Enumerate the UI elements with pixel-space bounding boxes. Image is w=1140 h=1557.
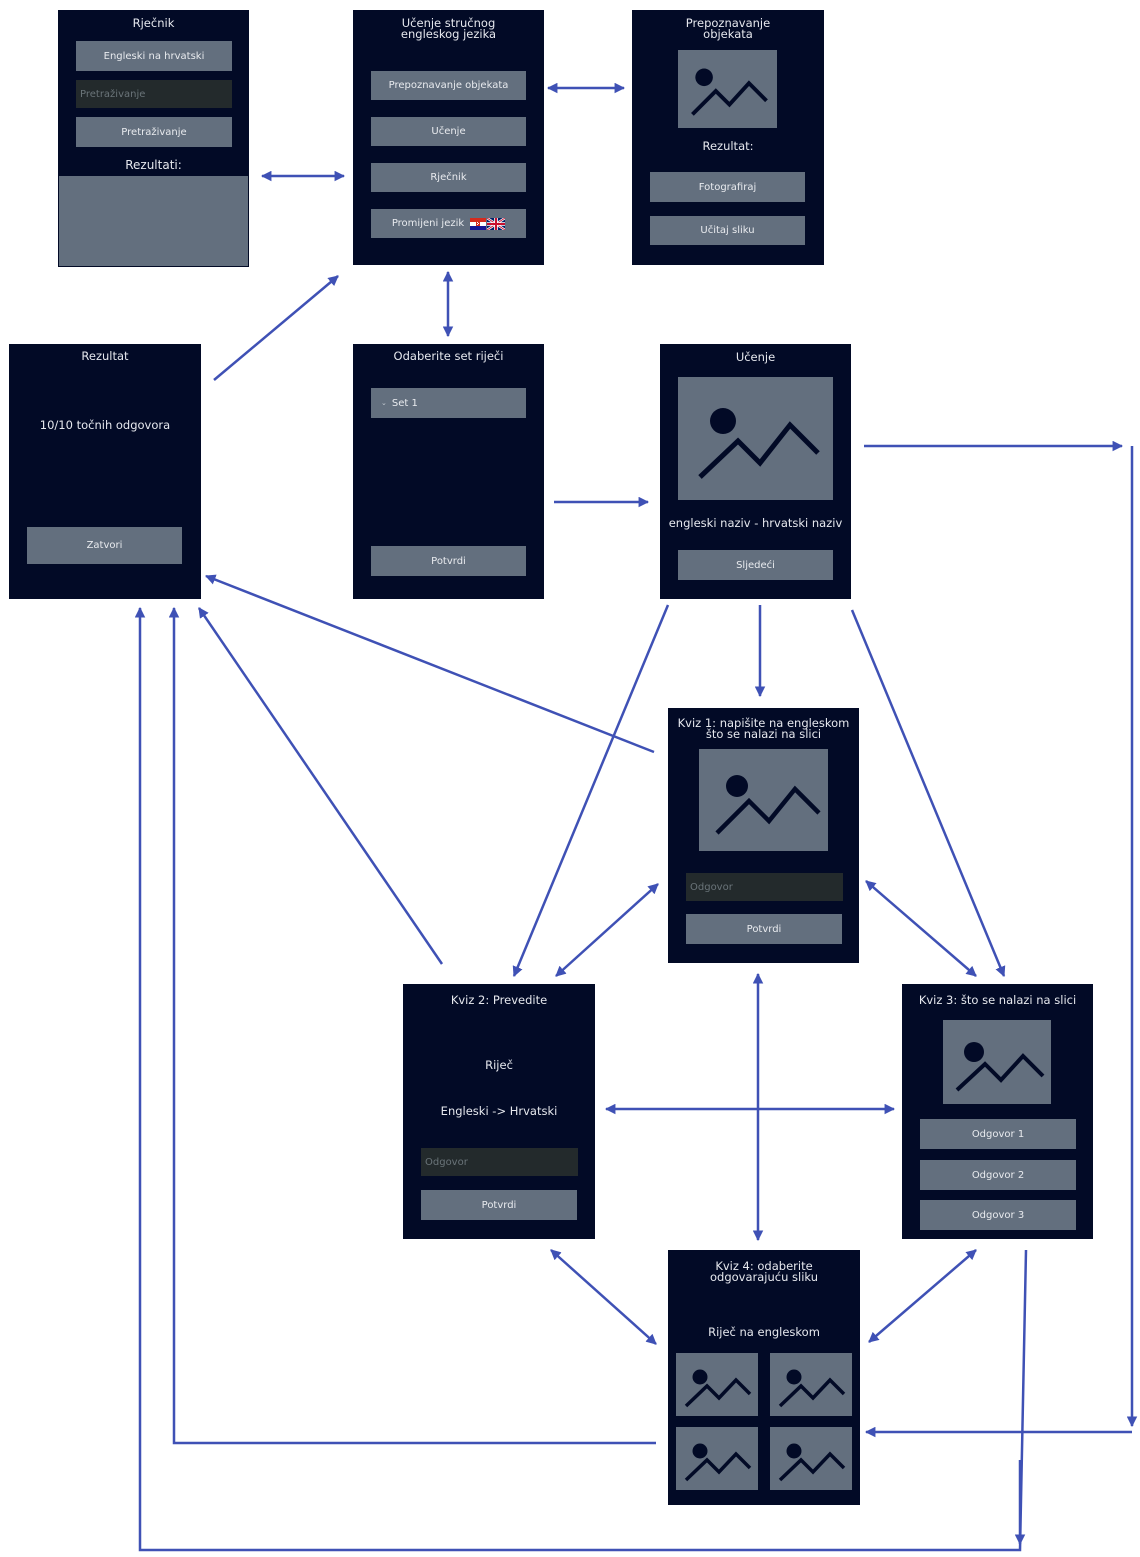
confirm-set-button[interactable]: Potvrdi — [371, 546, 526, 576]
recognition-result-label: Rezultat: — [702, 139, 754, 153]
quiz3-title: Kviz 3: što se nalazi na slici — [918, 993, 1077, 1007]
search-input[interactable]: Pretraživanje — [76, 80, 232, 108]
image-icon — [955, 1042, 1045, 1092]
direction-button[interactable]: Engleski na hrvatski — [76, 41, 232, 71]
dictionary-screen: Rječnik Engleski na hrvatski Pretraživan… — [58, 10, 249, 267]
recognition-button[interactable]: Prepoznavanje objekata — [371, 71, 526, 100]
quiz4-screen: Kviz 4: odaberite odgovarajuću sliku Rij… — [668, 1250, 860, 1505]
quiz3-answer-3[interactable]: Odgovor 3 — [920, 1200, 1076, 1230]
croatia-flag-icon — [470, 217, 487, 230]
quiz1-title-line1: Kviz 1: napišite na engleskom — [677, 716, 850, 730]
quiz2-title: Kviz 2: Prevedite — [450, 993, 548, 1007]
learning-screen: Učenje engleski naziv - hrvatski naziv S… — [660, 344, 851, 599]
result-screen: Rezultat 10/10 točnih odgovora Zatvori — [9, 344, 201, 599]
quiz2-screen: Kviz 2: Prevedite Riječ Engleski -> Hrva… — [403, 984, 595, 1239]
uk-flag-icon — [487, 217, 506, 230]
image-icon — [691, 68, 768, 116]
quiz4-option-4[interactable] — [770, 1427, 852, 1490]
quiz3-answer-1[interactable]: Odgovor 1 — [920, 1119, 1076, 1149]
arrow-quiz1-quiz2 — [555, 883, 659, 977]
image-icon — [778, 1443, 846, 1482]
quiz3-screen: Kviz 3: što se nalazi na slici Odgovor 1… — [902, 984, 1093, 1239]
search-button[interactable]: Pretraživanje — [76, 117, 232, 147]
load-image-button[interactable]: Učitaj sliku — [650, 216, 805, 245]
quiz2-answer-input[interactable]: Odgovor — [421, 1148, 578, 1176]
quiz4-title-line2: odgovarajuću sliku — [709, 1270, 819, 1284]
chevron-down-icon: ⌄ — [381, 399, 387, 407]
arrow-quiz2-result — [197, 607, 444, 965]
quiz1-screen: Kviz 1: napišite na engleskom što se nal… — [668, 708, 859, 963]
learning-image — [678, 377, 833, 500]
quiz2-word: Riječ — [485, 1058, 513, 1072]
dictionary-button[interactable]: Rječnik — [371, 163, 526, 192]
result-title: Rezultat — [81, 349, 129, 363]
recognition-title-line2: objekata — [703, 27, 753, 41]
result-score: 10/10 točnih odgovora — [39, 418, 171, 432]
learning-title: Učenje — [735, 350, 776, 364]
dictionary-title: Rječnik — [132, 16, 175, 30]
quiz1-title-line2: što se nalazi na slici — [705, 727, 822, 741]
quiz4-option-2[interactable] — [770, 1353, 852, 1416]
recognition-screen: Prepoznavanje objekata Rezultat: Fotogra… — [632, 10, 824, 265]
quiz1-image — [699, 749, 828, 851]
learning-button[interactable]: Učenje — [371, 117, 526, 146]
set-label: Set 1 — [391, 397, 418, 409]
arrow-quiz1-quiz3 — [865, 880, 977, 977]
arrow-learning-quiz2 — [512, 604, 670, 977]
photo-button[interactable]: Fotografiraj — [650, 172, 805, 202]
language-button-label: Promijeni jezik — [391, 218, 465, 229]
quiz4-title-line1: Kviz 4: odaberite — [715, 1259, 813, 1273]
arrow-learning-quiz3 — [850, 609, 1006, 977]
image-icon — [715, 775, 821, 835]
image-icon — [698, 408, 820, 479]
quiz1-answer-input[interactable]: Odgovor — [686, 873, 843, 901]
results-area — [59, 176, 248, 266]
main-title-line1: Učenje stručnog — [401, 16, 496, 30]
next-button[interactable]: Sljedeći — [678, 550, 833, 580]
quiz4-word: Riječ na engleskom — [708, 1325, 820, 1339]
quiz2-confirm-button[interactable]: Potvrdi — [421, 1190, 577, 1220]
quiz2-direction: Engleski -> Hrvatski — [440, 1104, 558, 1118]
main-title-line2: engleskog jezika — [400, 27, 497, 41]
quiz3-image — [943, 1020, 1051, 1104]
arrow-quiz2-quiz4 — [550, 1249, 657, 1345]
set-dropdown[interactable]: ⌄ Set 1 — [371, 388, 526, 418]
word-set-screen: Odaberite set riječi ⌄ Set 1 Potvrdi — [353, 344, 544, 599]
quiz3-answer-2[interactable]: Odgovor 2 — [920, 1160, 1076, 1190]
image-icon — [684, 1369, 752, 1408]
arrow-quiz1-result — [205, 574, 655, 754]
image-placeholder — [678, 50, 777, 128]
word-set-title: Odaberite set riječi — [393, 349, 504, 363]
arrow-result-main — [213, 275, 339, 381]
results-label: Rezultati: — [125, 158, 182, 172]
image-icon — [778, 1369, 846, 1408]
learning-caption: engleski naziv - hrvatski naziv — [668, 516, 843, 530]
quiz4-option-3[interactable] — [676, 1427, 758, 1490]
quiz1-confirm-button[interactable]: Potvrdi — [686, 914, 842, 944]
image-icon — [684, 1443, 752, 1482]
recognition-title-line1: Prepoznavanje — [685, 16, 771, 30]
main-menu-screen: Učenje stručnog engleskog jezika Prepozn… — [353, 10, 544, 265]
arrow-quiz3-quiz4 — [868, 1249, 977, 1343]
language-button[interactable]: Promijeni jezik — [371, 209, 526, 238]
quiz4-option-1[interactable] — [676, 1353, 758, 1416]
close-button[interactable]: Zatvori — [27, 527, 182, 564]
